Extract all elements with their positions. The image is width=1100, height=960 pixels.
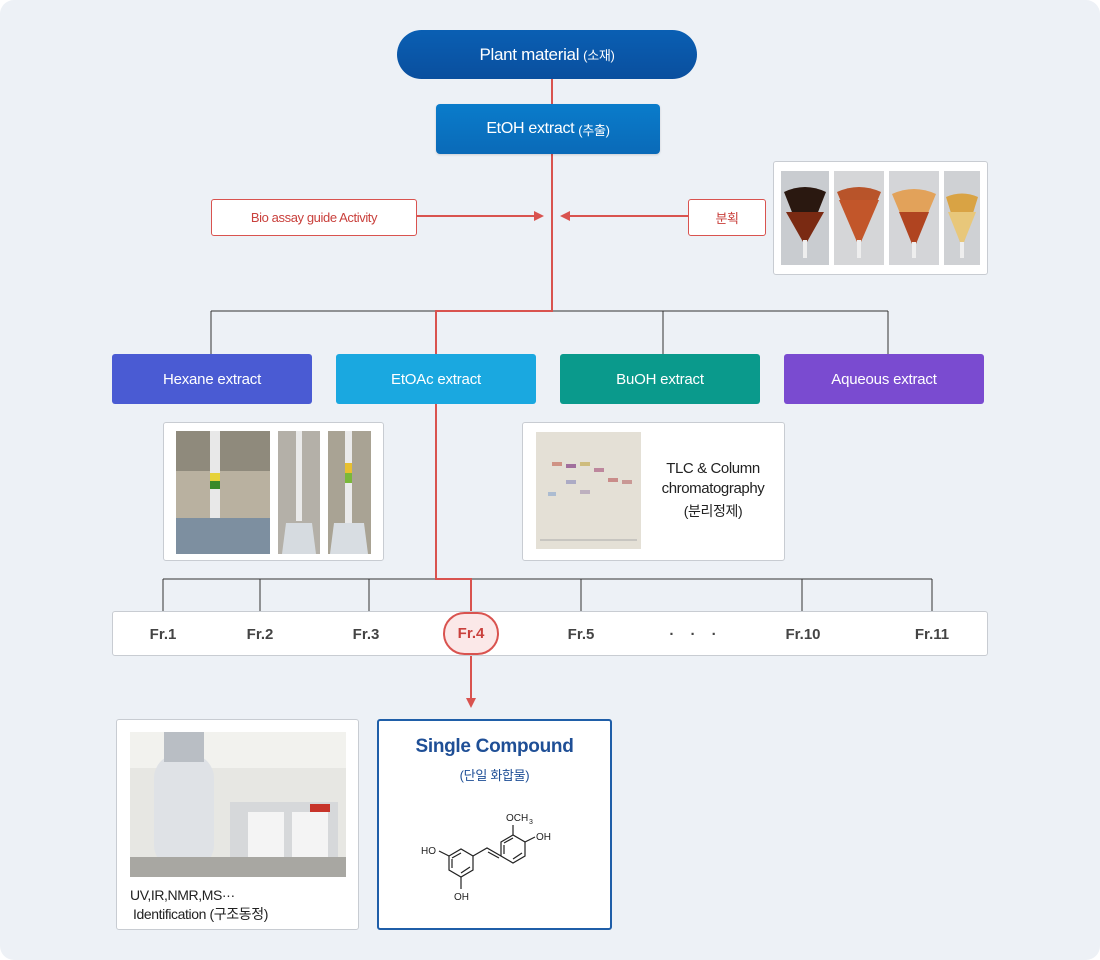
tlc-caption-line3: (분리정제): [683, 503, 743, 519]
plant-material-node: Plant material (소재): [397, 30, 697, 79]
oh-bottom-label: OH: [454, 892, 469, 903]
identification-line3: (구조동정): [209, 906, 269, 922]
identification-line1: UV,IR,NMR,MS···: [130, 887, 235, 903]
identification-line2: Identification: [133, 906, 207, 922]
ho-label: HO: [421, 846, 436, 857]
fraction-bar: Fr.1 Fr.2 Fr.3 Fr.5 · · · Fr.10 Fr.11: [112, 611, 988, 656]
fraction-3: Fr.3: [352, 626, 380, 643]
identification-caption: UV,IR,NMR,MS··· Identification (구조동정): [130, 886, 350, 924]
column-photo-panel: [163, 422, 384, 561]
tlc-caption-line1: TLC & Column: [666, 460, 760, 477]
fraction-ellipsis: · · ·: [669, 626, 723, 643]
aqueous-extract-node: Aqueous extract: [784, 354, 984, 404]
tlc-caption: TLC & Column chromatography (분리정제): [651, 459, 775, 521]
etoh-extract-label: EtOH extract: [486, 120, 575, 137]
plant-material-sublabel: (소재): [583, 48, 615, 63]
fractionation-label: 분획: [688, 199, 766, 236]
fraction-10: Fr.10: [785, 626, 821, 643]
oh-right-label: OH: [536, 832, 551, 843]
main-flow-path: [417, 79, 688, 708]
bio-assay-label: Bio assay guide Activity: [211, 199, 417, 236]
hexane-extract-node: Hexane extract: [112, 354, 312, 404]
buoh-extract-node: BuOH extract: [560, 354, 760, 404]
methoxy-label: OCH: [506, 813, 528, 824]
fraction-4-highlight: Fr.4: [443, 612, 499, 655]
fraction-1: Fr.1: [149, 626, 177, 643]
etoh-extract-sublabel: (추출): [578, 122, 610, 138]
chemical-structure: HO OH OH OCH 3: [421, 813, 551, 903]
nmr-instrument-photo: [130, 732, 346, 877]
tlc-caption-line2: chromatography: [661, 480, 765, 497]
etoh-extract-node: EtOH extract (추출): [436, 104, 660, 154]
single-compound-subtitle: (단일 화합물): [459, 768, 530, 783]
fraction-2: Fr.2: [246, 626, 274, 643]
tlc-panel: TLC & Column chromatography (분리정제): [522, 422, 785, 561]
identification-panel: UV,IR,NMR,MS··· Identification (구조동정): [116, 719, 359, 930]
column-photos: [176, 431, 371, 554]
single-compound-panel: Single Compound (단일 화합물): [377, 719, 612, 930]
methoxy-subscript: 3: [529, 819, 533, 826]
plant-material-label: Plant material: [479, 44, 580, 64]
fraction-11: Fr.11: [914, 626, 950, 643]
separatory-funnel-photos: [781, 171, 980, 265]
tlc-plate-photo: [536, 432, 641, 549]
separatory-funnel-photo-panel: [773, 161, 988, 275]
single-compound-title: Single Compound: [415, 736, 574, 757]
fraction-5: Fr.5: [567, 626, 595, 643]
etoac-extract-node: EtOAc extract: [336, 354, 536, 404]
